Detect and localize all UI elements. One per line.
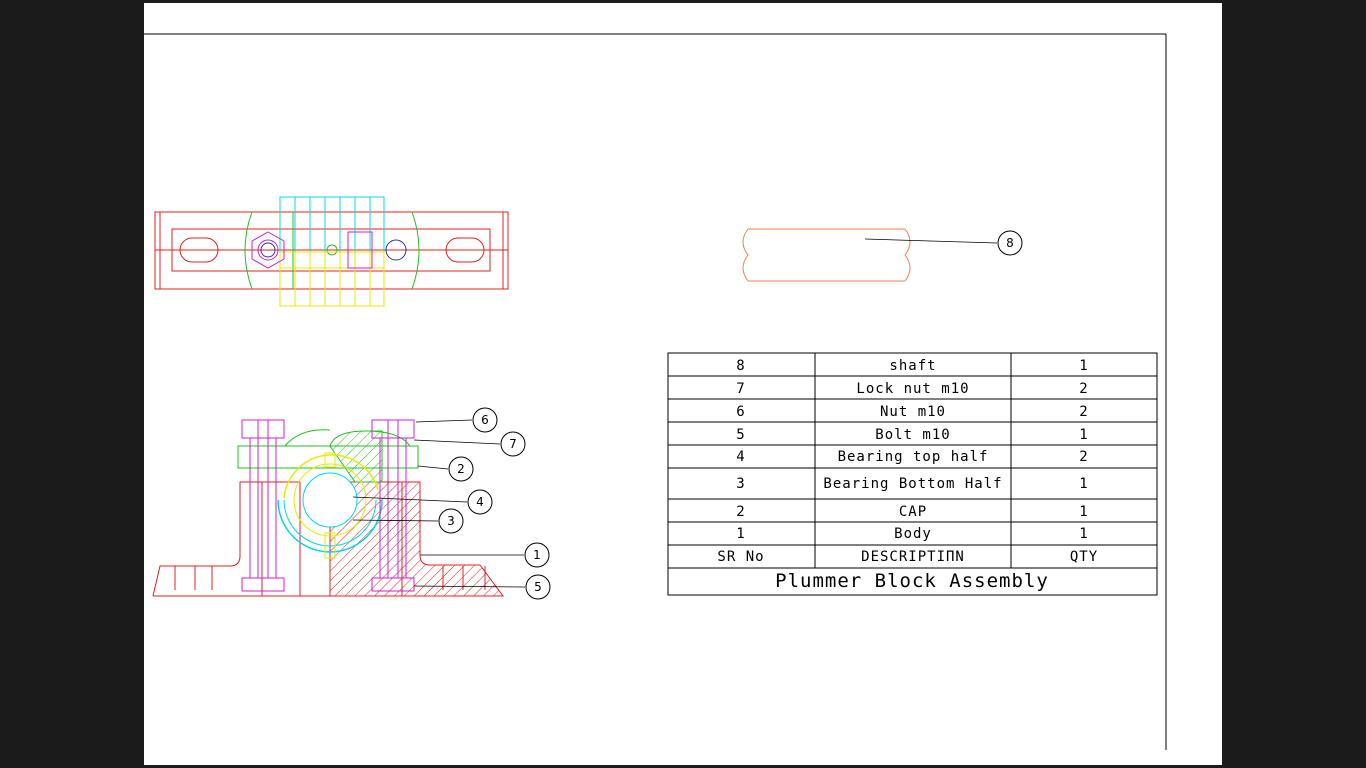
svg-text:shaft: shaft <box>889 358 936 374</box>
svg-text:QTY: QTY <box>1070 549 1098 565</box>
svg-text:1: 1 <box>1079 358 1088 374</box>
svg-text:1: 1 <box>533 548 541 562</box>
svg-text:6: 6 <box>481 413 489 427</box>
svg-text:2: 2 <box>1079 404 1088 420</box>
svg-text:Bearing Bottom Half: Bearing Bottom Half <box>823 476 1002 492</box>
leader-lines <box>352 238 998 588</box>
svg-text:Nut m10: Nut m10 <box>880 404 946 420</box>
balloon-7: 7 <box>500 431 526 457</box>
svg-text:1: 1 <box>736 526 745 542</box>
svg-text:2: 2 <box>736 504 745 520</box>
svg-text:SR No: SR No <box>717 549 764 565</box>
balloon-5: 5 <box>525 574 551 600</box>
balloon-6: 6 <box>472 407 498 433</box>
svg-text:5: 5 <box>534 580 542 594</box>
svg-text:3: 3 <box>736 476 745 492</box>
svg-text:DESCRIPTIΠN: DESCRIPTIΠN <box>861 549 965 565</box>
svg-text:2: 2 <box>1079 449 1088 465</box>
drawing-border <box>144 33 1167 750</box>
table-row: 3 Bearing Bottom Half 1 <box>736 476 1088 492</box>
balloon-3: 3 <box>438 508 464 534</box>
table-row: 5 Bolt m10 1 <box>736 427 1088 443</box>
table-title: Plummer Block Assembly <box>775 570 1049 592</box>
table-row: 4 Bearing top half 2 <box>736 449 1088 465</box>
svg-text:8: 8 <box>736 358 745 374</box>
svg-text:Lock nut m10: Lock nut m10 <box>856 381 969 397</box>
svg-text:4: 4 <box>736 449 745 465</box>
svg-text:5: 5 <box>736 427 745 443</box>
svg-text:Bolt m10: Bolt m10 <box>875 427 950 443</box>
svg-text:7: 7 <box>736 381 745 397</box>
table-row: 2 CAP 1 <box>736 504 1088 520</box>
table-row: 8 shaft 1 <box>736 358 1088 374</box>
table-row: 6 Nut m10 2 <box>736 404 1088 420</box>
svg-text:Body: Body <box>894 526 932 542</box>
shaft-view <box>742 228 911 282</box>
table-row: 7 Lock nut m10 2 <box>736 381 1088 397</box>
svg-text:2: 2 <box>1079 381 1088 397</box>
balloon-2: 2 <box>448 456 474 482</box>
table-header-row: SR No DESCRIPTIΠN QTY <box>717 549 1098 565</box>
drawing-sheet <box>144 3 1222 765</box>
balloon-8: 8 <box>997 230 1023 256</box>
svg-text:1: 1 <box>1079 526 1088 542</box>
parts-table: 8 shaft 1 7 Lock nut m10 2 6 Nut m10 2 5… <box>667 352 1158 596</box>
front-view <box>152 419 504 597</box>
balloon-4: 4 <box>467 489 493 515</box>
svg-text:6: 6 <box>736 404 745 420</box>
svg-text:3: 3 <box>447 514 455 528</box>
table-row: 1 Body 1 <box>736 526 1088 542</box>
svg-text:1: 1 <box>1079 427 1088 443</box>
balloon-1: 1 <box>524 542 550 568</box>
svg-text:1: 1 <box>1079 504 1088 520</box>
svg-text:7: 7 <box>509 437 517 451</box>
svg-text:CAP: CAP <box>899 504 927 520</box>
top-view <box>154 196 509 307</box>
svg-text:1: 1 <box>1079 476 1088 492</box>
svg-text:2: 2 <box>457 462 465 476</box>
svg-text:4: 4 <box>476 495 484 509</box>
svg-text:Bearing top half: Bearing top half <box>838 449 989 465</box>
svg-text:8: 8 <box>1006 236 1014 250</box>
